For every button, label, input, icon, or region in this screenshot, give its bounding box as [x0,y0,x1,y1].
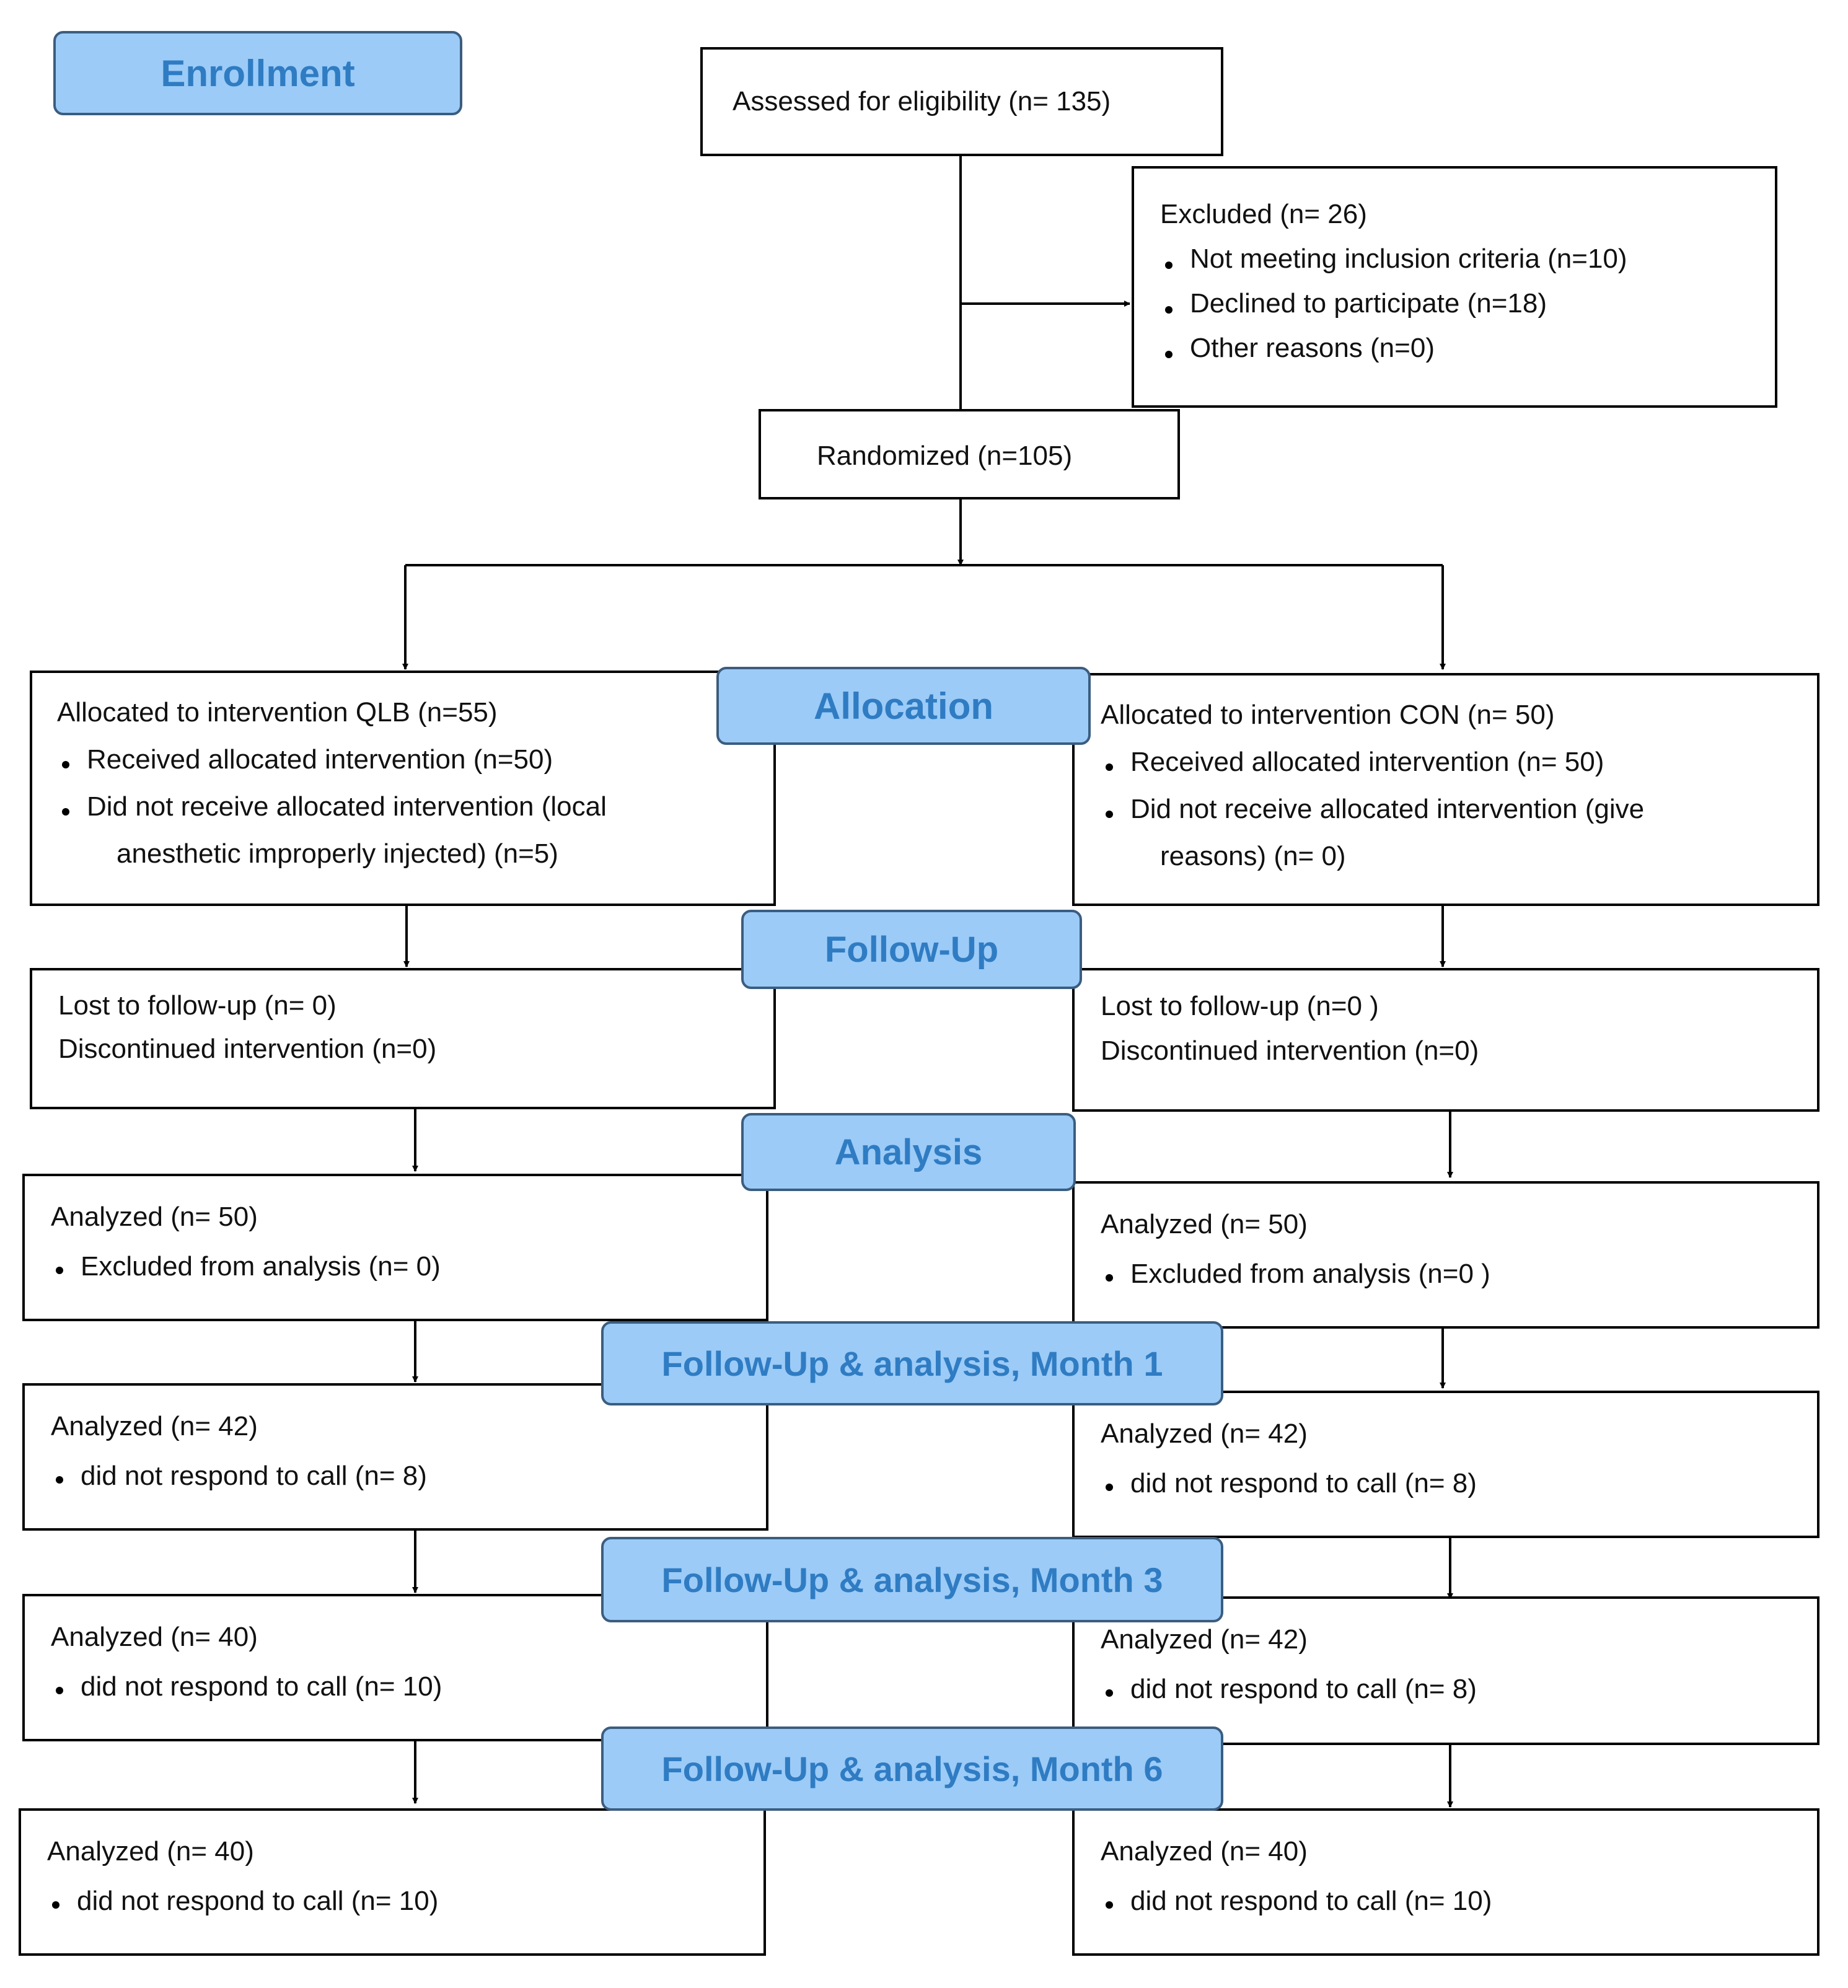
excluded-item: Not meeting inclusion criteria (n=10) [1160,237,1775,281]
left-month1-list: did not respond to call (n= 8) [51,1451,766,1501]
phase-label-month3: Follow-Up & analysis, Month 3 [601,1537,1223,1622]
left-allocation-item-text: Did not receive allocated intervention (… [87,791,607,822]
right-month6-list: did not respond to call (n= 10) [1101,1876,1817,1926]
right-month3-title: Analyzed (n= 42) [1101,1624,1308,1655]
left-followup-discontinued: Discontinued intervention (n=0) [58,1034,437,1064]
right-month1-title: Analyzed (n= 42) [1101,1418,1308,1449]
randomized-label: Randomized (n=105) [817,441,1073,471]
phase-label-followup: Follow-Up [741,910,1082,989]
right-month6-title: Analyzed (n= 40) [1101,1836,1308,1867]
right-month1-box: Analyzed (n= 42) did not respond to call… [1072,1391,1819,1538]
left-month1-title: Analyzed (n= 42) [51,1411,258,1441]
left-analysis-item: Excluded from analysis (n= 0) [51,1242,766,1291]
left-allocation-item: Did not receive allocated intervention (… [57,783,773,877]
right-allocation-item-continued: reasons) (n= 0) [1160,841,1346,871]
left-allocation-list: Received allocated intervention (n=50) D… [57,736,773,877]
right-month3-item: did not respond to call (n= 8) [1101,1665,1817,1714]
left-month6-item: did not respond to call (n= 10) [47,1876,763,1926]
left-month1-box: Analyzed (n= 42) did not respond to call… [22,1383,768,1531]
right-followup-lost: Lost to follow-up (n=0 ) [1101,991,1379,1021]
left-month3-list: did not respond to call (n= 10) [51,1662,766,1712]
left-allocation-item: Received allocated intervention (n=50) [57,736,773,783]
excluded-title: Excluded (n= 26) [1160,199,1367,229]
right-analysis-title: Analyzed (n= 50) [1101,1209,1308,1239]
left-followup-lost: Lost to follow-up (n= 0) [58,990,337,1021]
right-followup-box: Lost to follow-up (n=0 ) Discontinued in… [1072,968,1819,1112]
phase-label-month1: Follow-Up & analysis, Month 1 [601,1321,1223,1405]
excluded-item: Declined to participate (n=18) [1160,281,1775,326]
right-allocation-item: Did not receive allocated intervention (… [1101,786,1817,880]
right-month1-list: did not respond to call (n= 8) [1101,1459,1817,1508]
right-month3-list: did not respond to call (n= 8) [1101,1665,1817,1714]
right-allocation-list: Received allocated intervention (n= 50) … [1101,739,1817,880]
left-analysis-title: Analyzed (n= 50) [51,1202,258,1232]
right-followup-discontinued: Discontinued intervention (n=0) [1101,1036,1479,1066]
left-allocation-title: Allocated to intervention QLB (n=55) [57,697,498,728]
randomized-box: Randomized (n=105) [759,409,1180,499]
phase-label-month6: Follow-Up & analysis, Month 6 [601,1726,1223,1811]
right-allocation-title: Allocated to intervention CON (n= 50) [1101,700,1555,730]
phase-label-analysis: Analysis [741,1113,1076,1191]
assessed-label: Assessed for eligibility (n= 135) [733,86,1111,117]
right-month1-item: did not respond to call (n= 8) [1101,1459,1817,1508]
left-analysis-box: Analyzed (n= 50) Excluded from analysis … [22,1174,768,1321]
right-analysis-list: Excluded from analysis (n=0 ) [1101,1249,1817,1299]
left-followup-box: Lost to follow-up (n= 0) Discontinued in… [30,968,776,1109]
left-allocation-item-continued: anesthetic improperly injected) (n=5) [117,838,558,869]
right-month6-box: Analyzed (n= 40) did not respond to call… [1072,1808,1819,1956]
phase-label-enrollment: Enrollment [53,31,462,115]
left-month3-item: did not respond to call (n= 10) [51,1662,766,1712]
assessed-box: Assessed for eligibility (n= 135) [700,47,1223,156]
right-allocation-box: Allocated to intervention CON (n= 50) Re… [1072,673,1819,906]
right-allocation-item: Received allocated intervention (n= 50) [1101,739,1817,786]
left-month1-item: did not respond to call (n= 8) [51,1451,766,1501]
phase-label-allocation: Allocation [716,667,1091,745]
left-allocation-box: Allocated to intervention QLB (n=55) Rec… [30,671,776,906]
excluded-box: Excluded (n= 26) Not meeting inclusion c… [1132,166,1777,408]
excluded-item: Other reasons (n=0) [1160,326,1775,371]
right-month6-item: did not respond to call (n= 10) [1101,1876,1817,1926]
right-allocation-item-text: Did not receive allocated intervention (… [1130,794,1645,824]
left-month6-box: Analyzed (n= 40) did not respond to call… [19,1808,766,1956]
right-analysis-item: Excluded from analysis (n=0 ) [1101,1249,1817,1299]
excluded-list: Not meeting inclusion criteria (n=10) De… [1160,237,1775,371]
left-month6-title: Analyzed (n= 40) [47,1836,254,1867]
left-analysis-list: Excluded from analysis (n= 0) [51,1242,766,1291]
left-month6-list: did not respond to call (n= 10) [47,1876,763,1926]
right-analysis-box: Analyzed (n= 50) Excluded from analysis … [1072,1181,1819,1329]
left-month3-title: Analyzed (n= 40) [51,1622,258,1652]
